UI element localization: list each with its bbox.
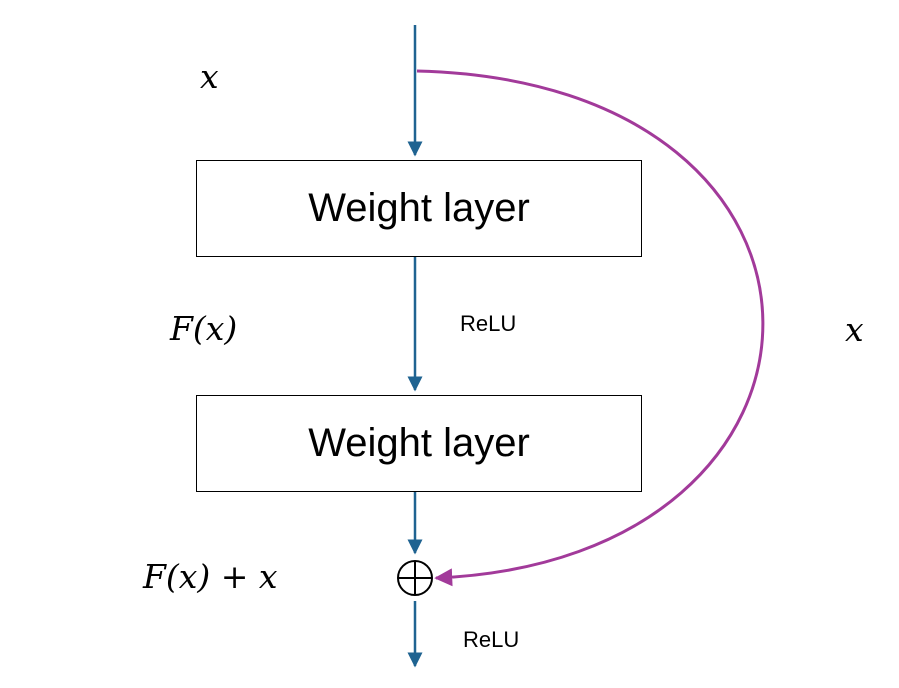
skip-x-label: x — [845, 310, 864, 349]
relu-label-1: ReLU — [460, 311, 517, 336]
circle-plus-icon — [397, 560, 433, 596]
input-x-label: x — [200, 57, 219, 96]
weight-layer-2: Weight layer — [196, 395, 642, 492]
skip-connection-arrow — [416, 69, 765, 587]
fx-label: F(x) — [170, 309, 238, 348]
relu-label-2: ReLU — [463, 627, 520, 652]
sum-label: F(x) + x — [143, 557, 278, 596]
weight-layer-1: Weight layer — [196, 160, 642, 257]
